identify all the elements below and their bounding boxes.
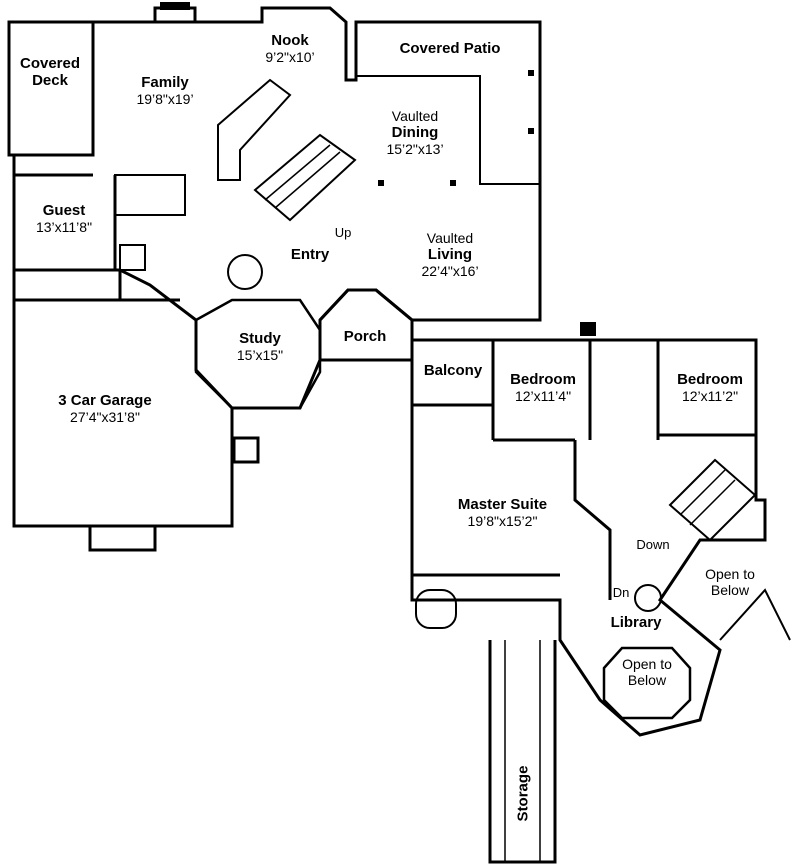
dn-annotation: Dn [612, 585, 630, 600]
balcony-label: Balcony [423, 362, 483, 379]
vaulted-living-label: Vaulted Living 22’4"x16’ [421, 230, 479, 280]
bathtub [415, 589, 457, 629]
family-label: Family 19’8"x19’ [136, 74, 194, 108]
study-label: Study 15’x15" [236, 330, 284, 364]
library-open-below [602, 646, 692, 720]
kitchen-island [217, 78, 292, 181]
entry-label: Entry [290, 246, 330, 263]
bedroom2-label: Bedroom 12’x11’2" [677, 371, 743, 405]
guest-label: Guest 13’x11’8" [35, 202, 93, 236]
spiral-stair-main [227, 254, 263, 290]
chimney [153, 6, 197, 24]
spiral-stair-upper [634, 584, 662, 612]
upper-floor-outer-wall [410, 338, 767, 737]
hall-wall [573, 440, 612, 600]
open-to-below-right: Open to Below [705, 566, 755, 599]
guest-bath [114, 174, 186, 216]
storage-label: Storage [514, 765, 532, 822]
covered-patio-label: Covered Patio [399, 40, 501, 57]
shower [119, 244, 146, 271]
open-to-below-library: Open to Below [622, 656, 672, 689]
porch-outline [318, 288, 414, 362]
storage-outline [488, 640, 557, 864]
main-stairs [253, 133, 357, 222]
master-suite-label: Master Suite 19’8"x15’2" [457, 496, 548, 530]
bedroom1-label: Bedroom 12’x11’4" [510, 371, 576, 405]
library-label: Library [610, 614, 662, 631]
garage-bump [88, 526, 157, 552]
up-annotation: Up [334, 225, 352, 240]
nook-label: Nook 9’2"x10’ [265, 32, 315, 66]
open-below-edge [719, 588, 791, 641]
porch-label: Porch [343, 328, 387, 345]
covered-patio-wall [356, 75, 540, 185]
down-annotation: Down [636, 537, 670, 552]
covered-deck-label: Covered Deck [19, 55, 81, 90]
garage-outline [12, 270, 234, 528]
garage-side-box [232, 436, 260, 464]
garage-label: 3 Car Garage 27’4"x31’8" [58, 392, 152, 426]
vaulted-dining-label: Vaulted Dining 15’2"x13’ [386, 108, 444, 158]
upper-stairs [668, 458, 757, 542]
study-outline [194, 298, 322, 410]
